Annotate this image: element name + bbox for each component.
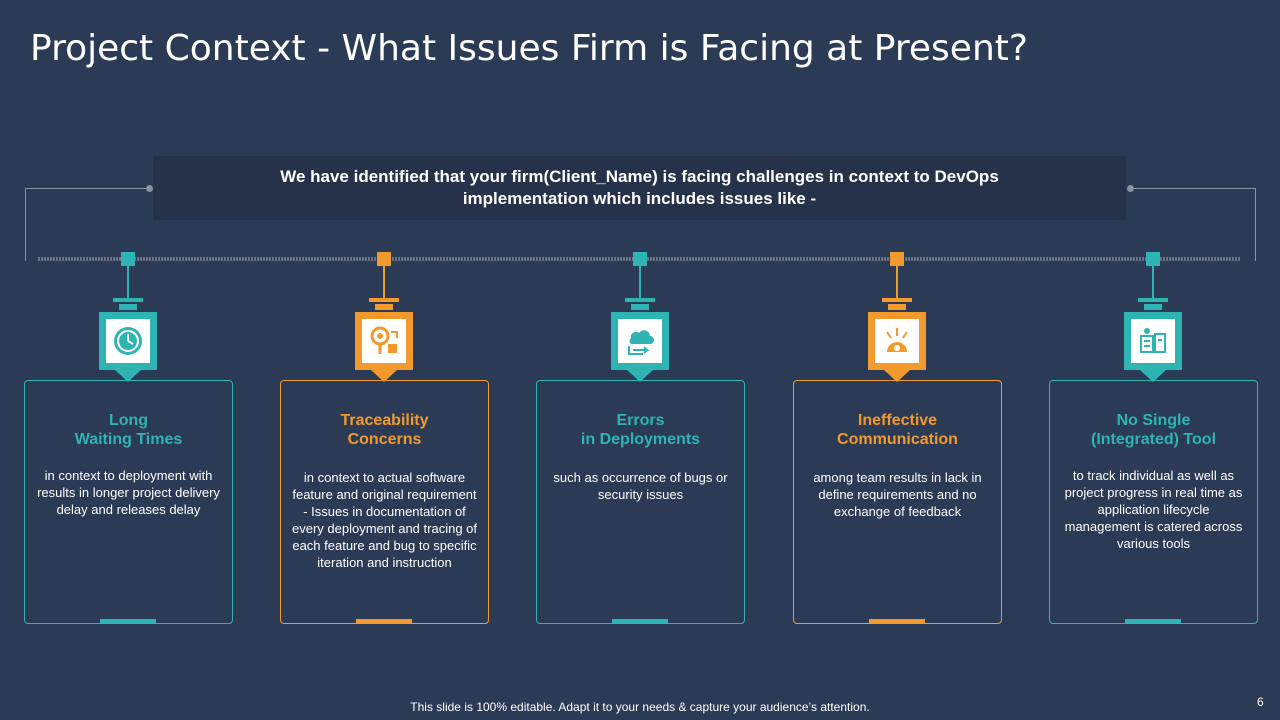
badge-cap-base (375, 304, 393, 310)
card-text: in context to actual software feature an… (292, 470, 477, 570)
badge (611, 312, 669, 370)
connector-square (121, 252, 135, 266)
issue-card-ineffective-communication: Ineffective Communication among team res… (793, 250, 1002, 625)
card-title-line-2: Communication (837, 431, 958, 448)
badge-cap (113, 298, 143, 302)
card-title-line-1: Ineffective (857, 412, 938, 429)
toolbox-icon (1140, 328, 1166, 353)
cloud-deploy-icon (628, 330, 654, 355)
card-text: among team results in lack in define req… (813, 470, 982, 519)
slide-title: Project Context - What Issues Firm is Fa… (30, 28, 1028, 69)
badge-cap-base (888, 304, 906, 310)
card-box: Traceability Concerns in context to actu… (280, 380, 489, 624)
badge-pointer (371, 370, 397, 382)
badge (99, 312, 157, 370)
connector-square (1146, 252, 1160, 266)
clock-icon (114, 327, 142, 355)
card-title-line-1: No Single (1116, 412, 1191, 429)
connector-stem (383, 266, 385, 300)
connector-square (377, 252, 391, 266)
page-number: 6 (1257, 695, 1264, 709)
banner-line-1: We have identified that your firm(Client… (280, 167, 999, 186)
badge-cap (882, 298, 912, 302)
card-bottom-bar (869, 619, 925, 624)
card-text: such as occurrence of bugs or security i… (553, 470, 728, 502)
badge-cap (625, 298, 655, 302)
megaphone-icon (886, 328, 908, 352)
card-text: to track individual as well as project p… (1064, 468, 1243, 551)
card-bottom-bar (1125, 619, 1181, 624)
badge (868, 312, 926, 370)
magnifier-gear-icon (370, 326, 398, 354)
card-title: Ineffective Communication (794, 411, 1001, 449)
card-title-line-1: Errors (616, 412, 665, 429)
card-box: Long Waiting Times in context to deploym… (24, 380, 233, 624)
card-title: Traceability Concerns (281, 411, 488, 449)
badge (355, 312, 413, 370)
connector-stem (639, 266, 641, 300)
connector-stem (1152, 266, 1154, 300)
connector-dot-right (1127, 185, 1134, 192)
issue-card-long-waiting-times: Long Waiting Times in context to deploym… (24, 250, 233, 625)
card-title-line-1: Long (108, 412, 149, 429)
card-title-line-2: Waiting Times (74, 431, 183, 448)
issue-card-no-single-tool: No Single (Integrated) Tool to track ind… (1049, 250, 1258, 625)
connector-frame-right (1133, 188, 1256, 261)
issue-card-errors-in-deployments: Errors in Deployments such as occurrence… (536, 250, 745, 625)
card-bottom-bar (356, 619, 412, 624)
card-title: Errors in Deployments (537, 411, 744, 449)
connector-square (633, 252, 647, 266)
card-title: Long Waiting Times (25, 411, 232, 449)
banner-line-2: implementation which includes issues lik… (462, 189, 817, 208)
card-text: in context to deployment with results in… (37, 468, 220, 517)
intro-banner: We have identified that your firm(Client… (153, 156, 1126, 220)
issue-card-traceability-concerns: Traceability Concerns in context to actu… (280, 250, 489, 625)
connector-frame-left (25, 188, 150, 261)
connector-square (890, 252, 904, 266)
badge-cap-base (119, 304, 137, 310)
card-title: No Single (Integrated) Tool (1050, 411, 1257, 449)
badge-cap-base (1144, 304, 1162, 310)
card-title-line-2: in Deployments (580, 431, 701, 448)
card-box: Ineffective Communication among team res… (793, 380, 1002, 624)
card-title-line-2: Concerns (347, 431, 422, 448)
badge-cap (1138, 298, 1168, 302)
card-bottom-bar (612, 619, 668, 624)
connector-stem (127, 266, 129, 300)
slide-footer: This slide is 100% editable. Adapt it to… (410, 700, 870, 714)
card-box: No Single (Integrated) Tool to track ind… (1049, 380, 1258, 624)
card-title-line-1: Traceability (340, 412, 429, 429)
card-bottom-bar (100, 619, 156, 624)
badge-pointer (115, 370, 141, 382)
badge-cap (369, 298, 399, 302)
card-box: Errors in Deployments such as occurrence… (536, 380, 745, 624)
badge (1124, 312, 1182, 370)
connector-stem (896, 266, 898, 300)
badge-pointer (884, 370, 910, 382)
badge-pointer (627, 370, 653, 382)
badge-cap-base (631, 304, 649, 310)
connector-dot-left (146, 185, 153, 192)
card-title-line-2: (Integrated) Tool (1090, 431, 1217, 448)
badge-pointer (1140, 370, 1166, 382)
